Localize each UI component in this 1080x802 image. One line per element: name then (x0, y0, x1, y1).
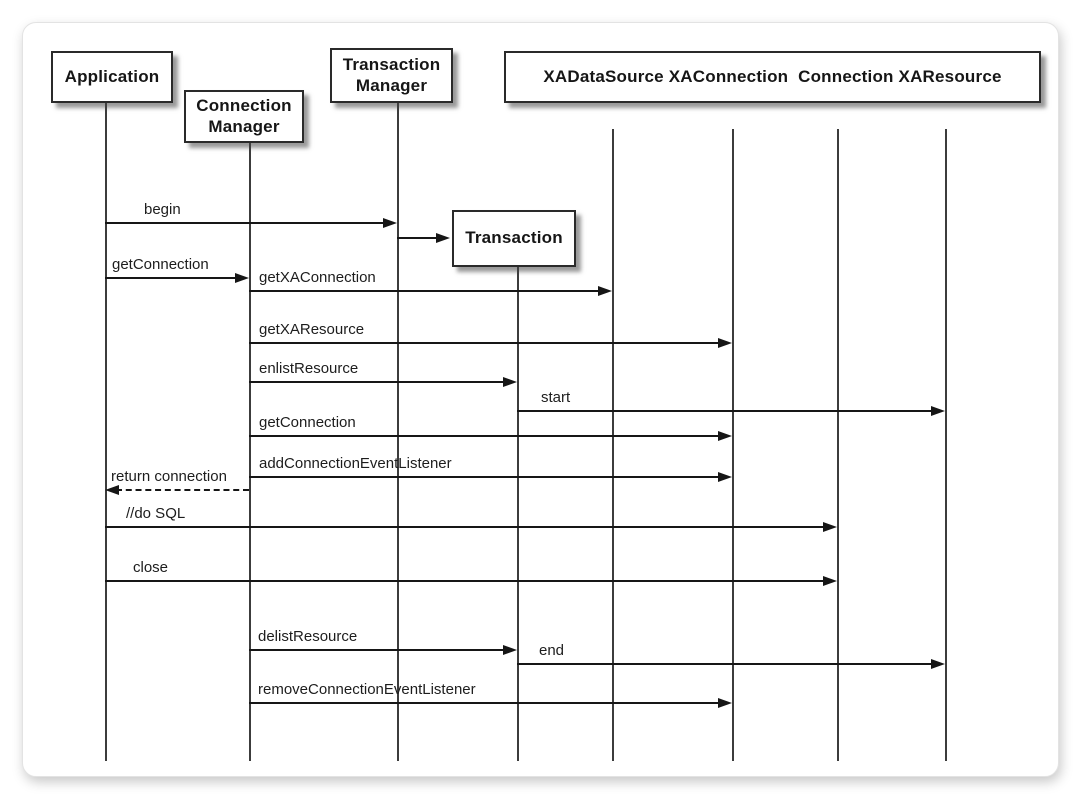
arrowhead-icon (383, 218, 397, 228)
message-label: //do SQL (126, 505, 186, 522)
actor-box-transaction: Transaction (452, 210, 576, 267)
message-label: start (541, 389, 571, 406)
message-line-begin (105, 222, 386, 224)
lifelines-layer (23, 23, 1058, 776)
message-line-return-connection (116, 489, 249, 491)
message-line-getxaconnection (249, 290, 601, 292)
connection-lifeline (837, 129, 839, 761)
arrowhead-icon (105, 485, 119, 495)
message-line-end (517, 663, 934, 665)
message-line-getxaresource (249, 342, 721, 344)
message-label: return connection (111, 468, 227, 485)
arrowhead-icon (718, 338, 732, 348)
arrowhead-icon (436, 233, 450, 243)
message-label: end (539, 642, 565, 659)
arrowhead-icon (718, 698, 732, 708)
message-label: getXAConnection (259, 269, 376, 286)
xaresource-lifeline (945, 129, 947, 761)
actor-label-xa-interfaces-group: XADataSource XAConnection Connection XAR… (543, 66, 1002, 86)
actor-label-transaction-manager: Transaction Manager (342, 54, 441, 95)
arrowhead-icon (823, 576, 837, 586)
message-label: delistResource (258, 628, 358, 645)
message-line-start (517, 410, 934, 412)
message-line-removeconnectioneventlistener (249, 702, 721, 704)
xaconnection-lifeline (732, 129, 734, 761)
message-label: getConnection (259, 414, 356, 431)
actor-label-application: Application (64, 66, 160, 86)
connection-manager-lifeline (249, 143, 251, 761)
arrowhead-icon (931, 406, 945, 416)
actor-box-xa-interfaces-group: XADataSource XAConnection Connection XAR… (504, 51, 1041, 103)
message-label: getXAResource (259, 321, 365, 338)
message-line--do-sql (105, 526, 826, 528)
message-line-getconnection (249, 435, 721, 437)
message-label: removeConnectionEventListener (258, 681, 476, 698)
message-line-getconnection (105, 277, 238, 279)
message-line-close (105, 580, 826, 582)
actor-label-transaction: Transaction (465, 228, 563, 248)
arrowhead-icon (718, 431, 732, 441)
actor-box-connection-manager: Connection Manager (184, 90, 304, 143)
actor-label-connection-manager: Connection Manager (196, 95, 292, 136)
arrowhead-icon (823, 522, 837, 532)
arrowhead-icon (503, 645, 517, 655)
actor-box-transaction-manager: Transaction Manager (330, 48, 453, 103)
message-label: addConnectionEventListener (259, 455, 452, 472)
message-label: getConnection (112, 256, 209, 273)
arrowhead-icon (598, 286, 612, 296)
message-line-transaction-manager-transaction (397, 237, 439, 239)
xadatasource-lifeline (612, 129, 614, 761)
transaction-manager-lifeline (397, 103, 399, 761)
application-lifeline (105, 103, 107, 761)
arrowhead-icon (718, 472, 732, 482)
message-label: close (133, 559, 169, 576)
message-label: enlistResource (259, 360, 359, 377)
diagram-card: begin getConnection getXAConnection getXARe… (22, 22, 1059, 777)
transaction-lifeline (517, 267, 519, 761)
messages-layer: begin getConnection getXAConnection getXARe… (23, 23, 1058, 776)
message-label: begin (144, 201, 181, 218)
message-line-delistresource (249, 649, 506, 651)
message-line-enlistresource (249, 381, 506, 383)
arrowhead-icon (931, 659, 945, 669)
actor-box-application: Application (51, 51, 173, 103)
arrowhead-icon (503, 377, 517, 387)
message-line-addconnectioneventlistener (249, 476, 721, 478)
arrowhead-icon (235, 273, 249, 283)
